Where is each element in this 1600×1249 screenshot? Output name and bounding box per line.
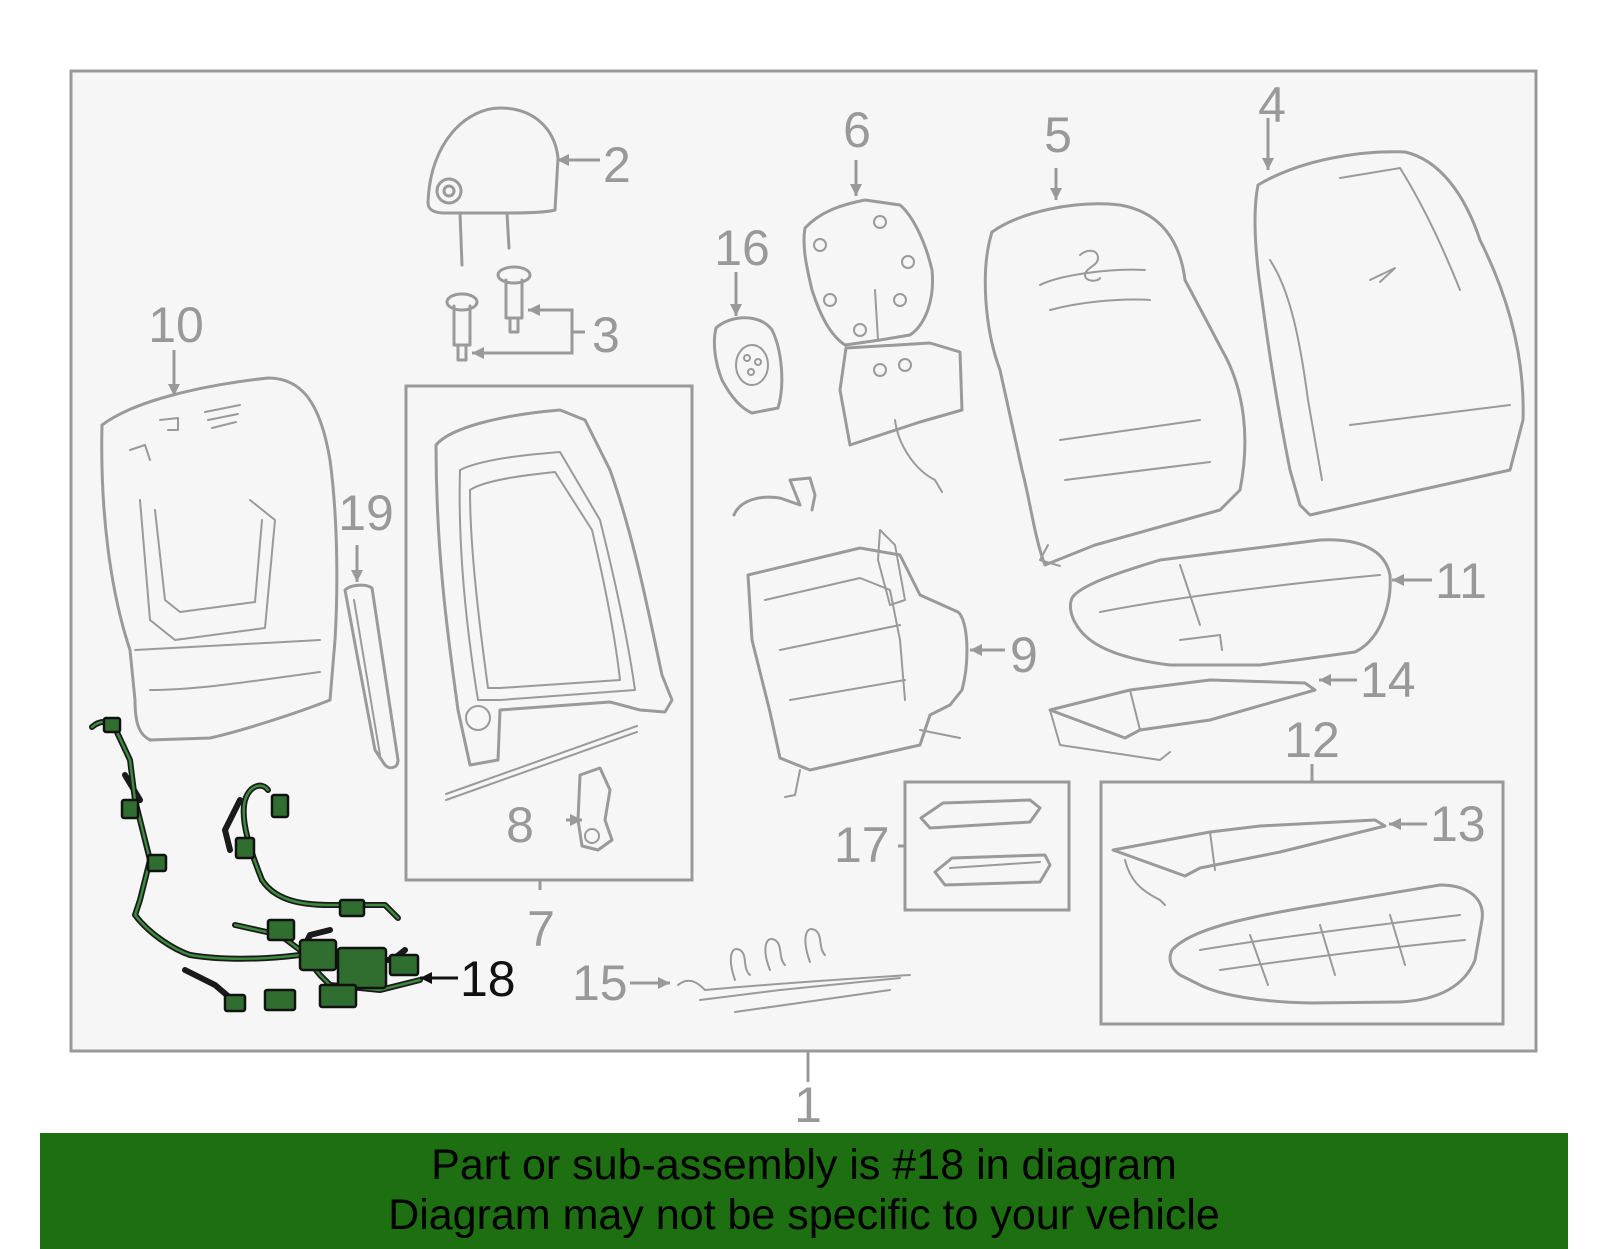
part-seat-wiring-harness[interactable] [89, 716, 423, 1013]
group-box-12 [1099, 780, 1505, 1026]
part-cushion-heater-upper[interactable] [1048, 678, 1317, 761]
group-box-7 [404, 384, 694, 882]
callout-11: 11 [1435, 553, 1487, 609]
callout-7: 7 [527, 901, 555, 957]
callout-10: 10 [148, 297, 204, 353]
callout-4: 4 [1258, 77, 1286, 133]
part-seat-back-panel[interactable] [100, 376, 339, 742]
callout-2: 2 [603, 137, 631, 193]
callout-6: 6 [843, 102, 871, 158]
part-lumbar-switch[interactable] [712, 316, 784, 415]
part-cushion-wire-frame[interactable] [677, 928, 911, 1013]
banner-line-part: Part or sub-assembly is #18 in diagram [431, 1141, 1177, 1189]
part-headrest[interactable] [426, 106, 560, 267]
callout-16: 16 [714, 220, 770, 276]
part-seat-cushion-cover[interactable] [1068, 538, 1392, 667]
banner-line-disclaimer: Diagram may not be specific to your vehi… [388, 1191, 1220, 1239]
leader-arrowhead-18 [420, 972, 432, 984]
part-seat-back-pad[interactable] [983, 202, 1247, 567]
part-sensor-pads[interactable] [919, 798, 1052, 887]
part-side-trim[interactable] [343, 583, 400, 770]
part-cushion-heater-lower[interactable] [1111, 818, 1387, 906]
part-recliner-motor[interactable] [576, 766, 614, 852]
part-lumbar-support[interactable] [802, 198, 964, 493]
callout-13: 13 [1430, 796, 1486, 852]
callout-5: 5 [1044, 107, 1072, 163]
part-headrest-guides[interactable] [445, 265, 532, 362]
callout-9: 9 [1010, 627, 1038, 683]
part-seat-back-cover[interactable] [1253, 150, 1525, 517]
part-seat-back-frame[interactable] [434, 408, 674, 801]
callout-15: 15 [572, 955, 628, 1011]
callout-19: 19 [338, 485, 394, 541]
harness-connectors [102, 716, 420, 1013]
leader-arrowheads [168, 154, 1404, 989]
part-seat-cushion-frame[interactable] [732, 476, 969, 798]
info-banner: Part or sub-assembly is #18 in diagram D… [40, 1133, 1568, 1249]
callout-8: 8 [506, 797, 534, 853]
callout-18: 18 [460, 951, 516, 1007]
part-seat-cushion-pad[interactable] [1168, 883, 1484, 1005]
callout-12: 12 [1284, 712, 1340, 768]
callout-17: 17 [834, 817, 890, 873]
callout-3: 3 [592, 307, 620, 363]
callout-1: 1 [794, 1077, 822, 1133]
callout-14: 14 [1360, 652, 1416, 708]
